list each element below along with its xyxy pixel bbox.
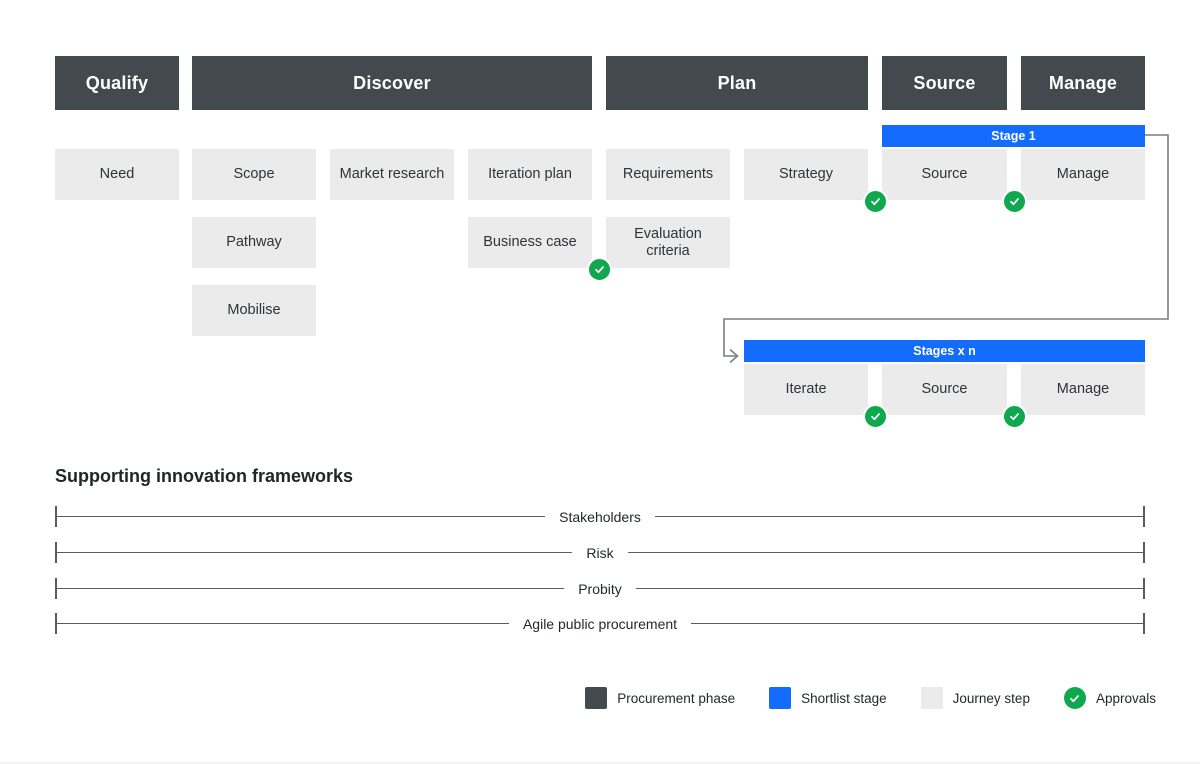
step-label: Manage [1056,166,1110,183]
framework-label: Risk [586,544,614,561]
journey-step-scope: Scope [192,149,316,200]
step-label: Pathway [226,234,282,251]
line-endcap [55,542,57,563]
journey-step-manage-stagesn: Manage [1021,364,1145,415]
legend-label: Procurement phase [617,690,736,706]
journey-step-strategy: Strategy [744,149,888,214]
line-endcap [1143,613,1145,634]
legend-label: Approvals [1095,690,1156,706]
legend-item-procurement-phase: Procurement phase [585,687,735,709]
step-label: Market research [339,166,445,183]
journey-step-manage-stage1: Manage [1021,149,1145,200]
legend-item-journey-step: Journey step [920,687,1030,709]
step-label: Need [99,166,135,183]
framework-label: Probity [578,580,622,597]
shortlist-stage-swatch [769,687,792,709]
phase-source: Source [882,56,1007,110]
approval-check-icon [1063,687,1086,709]
framework-line [57,515,546,518]
journey-step-evaluation-criteria: Evaluation criteria [606,217,730,268]
phase-plan: Plan [606,56,868,110]
framework-line [627,551,1144,554]
framework-line [691,622,1143,625]
step-label: Source [921,166,968,183]
step-label: Strategy [779,166,833,183]
step-label: Scope [233,166,275,183]
legend-item-shortlist-stage: Shortlist stage [769,687,887,709]
frameworks-heading: Supporting innovation frameworks [55,466,354,486]
journey-step-mobilise: Mobilise [192,285,316,336]
phase-manage: Manage [1021,56,1145,110]
framework-row-stakeholders: Stakeholders [55,506,1145,527]
step-label: Evaluation criteria [634,225,702,259]
journey-step-business-case: Business case [468,217,612,282]
phase-qualify: Qualify [55,56,179,110]
line-endcap [55,506,57,527]
step-label: Iterate [785,381,827,398]
journey-step-swatch [920,687,943,709]
journey-step-source-stage1: Source [882,149,1027,214]
procurement-phase-swatch [585,687,608,709]
approval-check-icon [863,189,888,214]
step-label: Business case [483,234,577,251]
legend-label: Shortlist stage [801,690,887,706]
line-endcap [1143,542,1146,563]
step-label: Requirements [622,166,714,183]
framework-row-probity: Probity [55,578,1146,599]
framework-label: Agile public procurement [522,615,678,632]
line-endcap [1143,506,1145,527]
step-label: Manage [1056,381,1110,398]
framework-row-agile-public-procurement: Agile public procurement [55,613,1145,634]
phase-discover: Discover [192,56,592,110]
journey-step-source-stagesn: Source [882,364,1027,429]
legend-label: Journey step [952,690,1030,706]
approval-check-icon [863,404,888,429]
line-endcap [1143,578,1146,599]
journey-step-requirements: Requirements [606,149,730,200]
framework-line [654,515,1143,518]
step-label: Source [921,381,968,398]
framework-label: Stakeholders [559,508,641,525]
stages-xn-bar: Stages x n [744,340,1145,362]
approval-check-icon [1002,404,1027,429]
stage1-bar: Stage 1 [882,125,1145,147]
page-bottom-edge [0,762,1200,764]
framework-line [635,587,1144,590]
framework-line [57,622,509,625]
journey-step-pathway: Pathway [192,217,316,268]
journey-step-need: Need [55,149,179,200]
step-label: Iteration plan [488,166,572,183]
legend: Procurement phase Shortlist stage Journe… [585,687,1156,709]
framework-line [57,551,573,554]
approval-check-icon [587,257,612,282]
journey-step-iteration-plan: Iteration plan [468,149,592,200]
journey-step-iterate: Iterate [744,364,888,429]
stage-loop-connector [723,134,1169,364]
journey-step-market-research: Market research [330,149,454,200]
framework-line [57,587,565,590]
line-endcap [55,613,57,634]
line-endcap [55,578,57,599]
approval-check-icon [1002,189,1027,214]
step-label: Mobilise [227,302,281,319]
framework-row-risk: Risk [55,542,1146,563]
legend-item-approvals: Approvals [1063,687,1156,709]
